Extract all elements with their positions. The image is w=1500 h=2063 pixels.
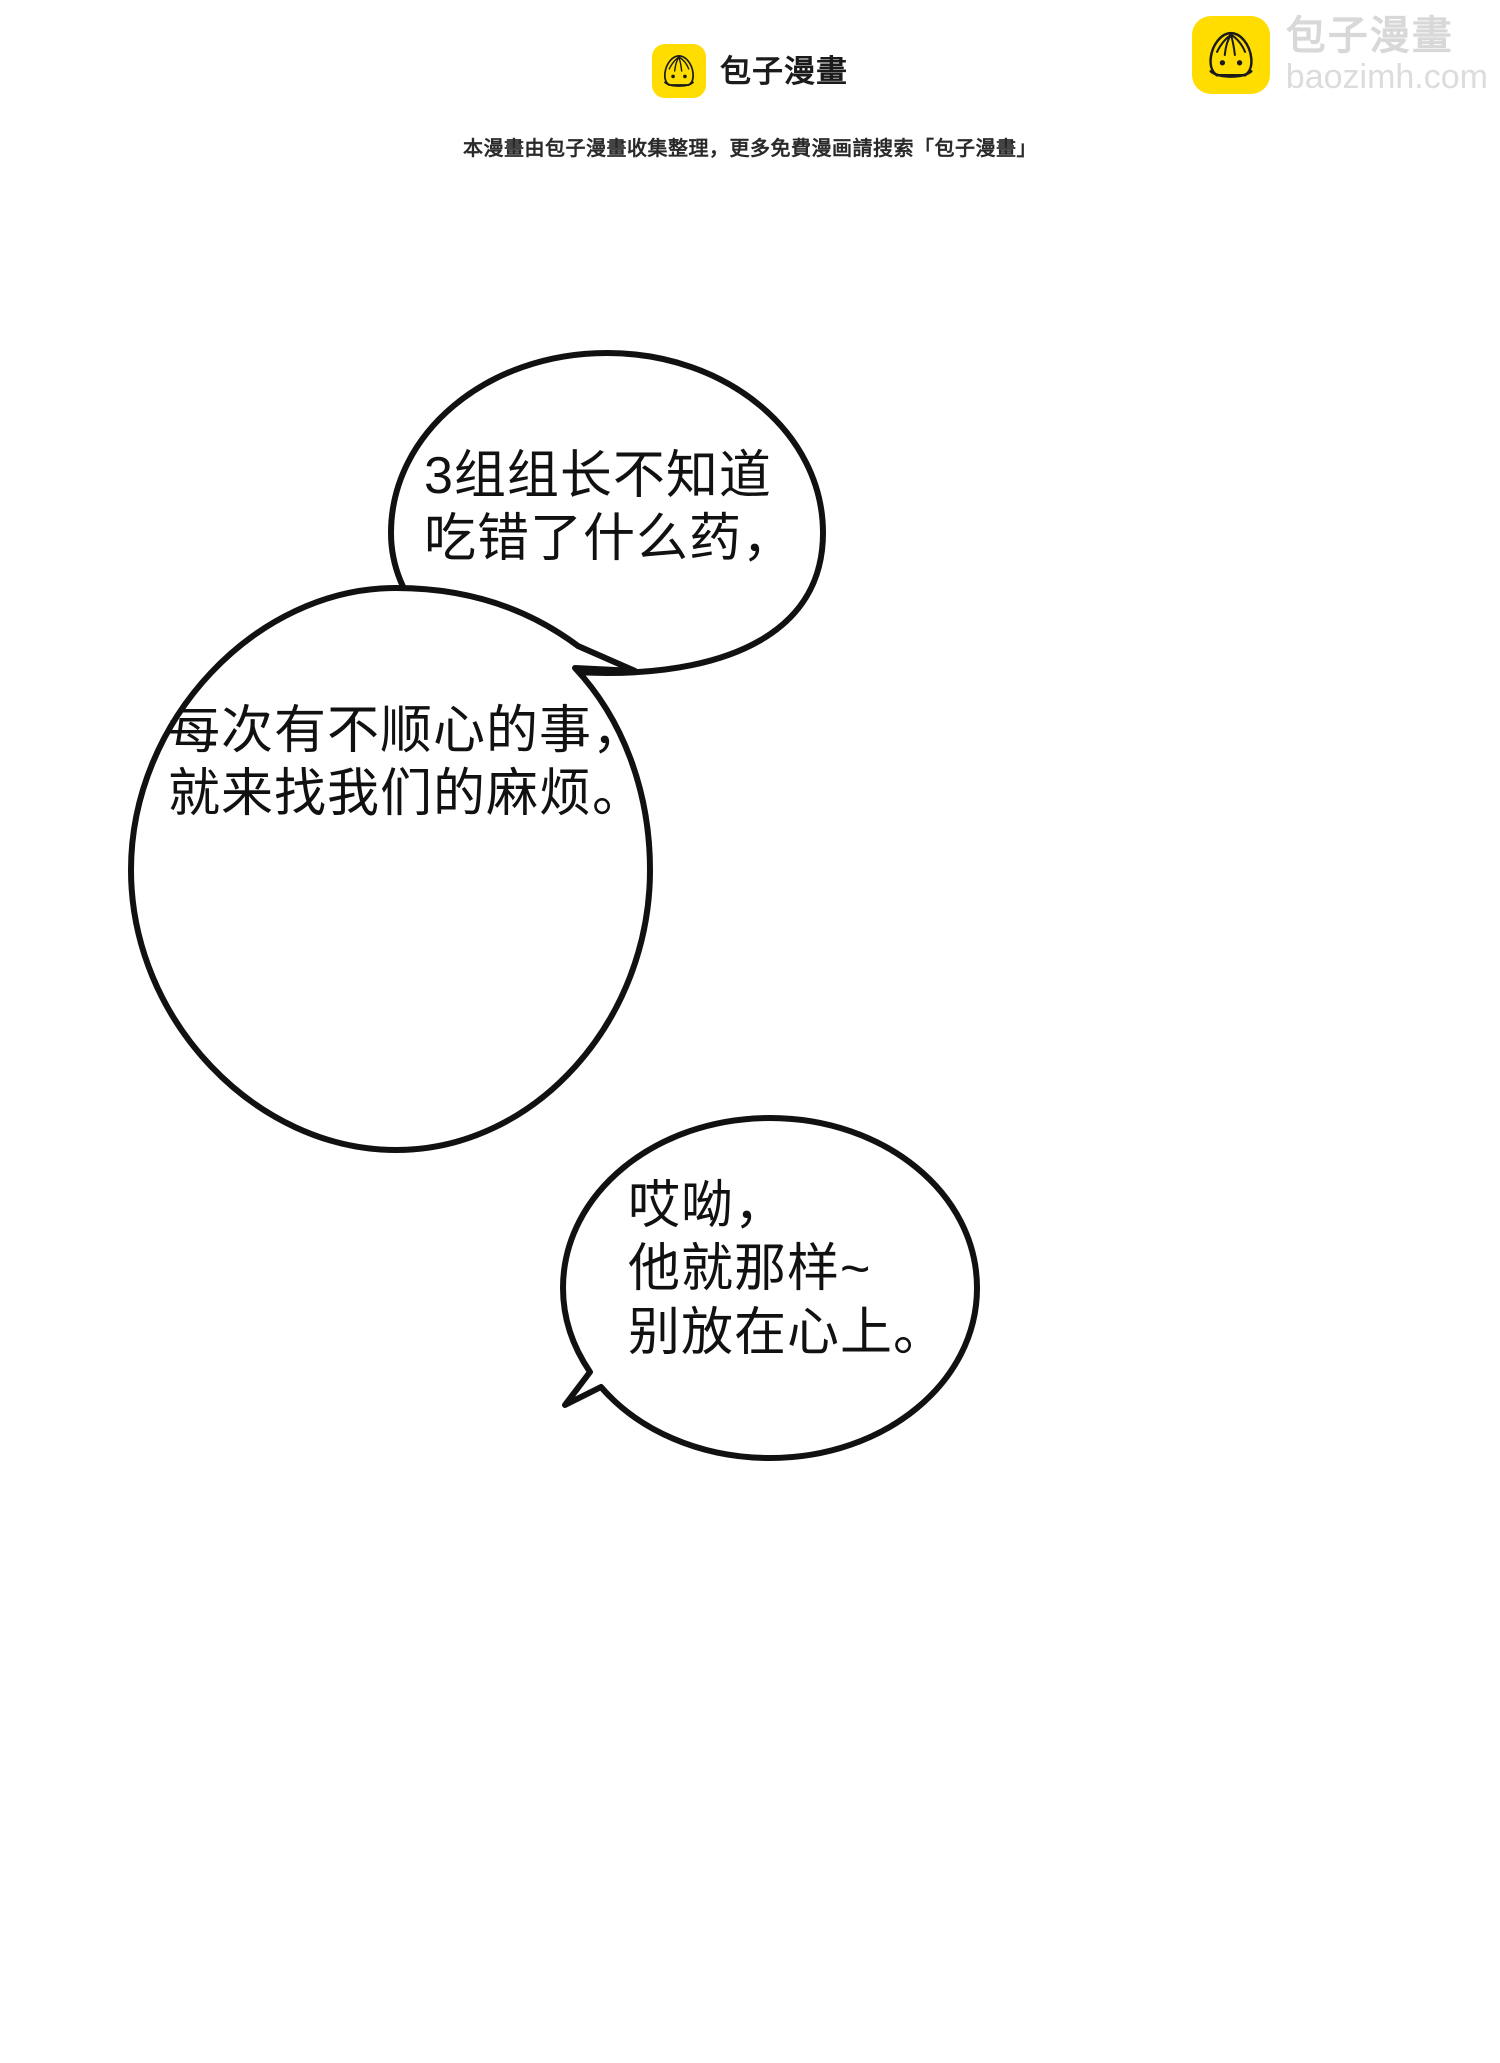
brand-name: 包子漫畫 [720,53,848,89]
comic-panel: 3组组长不知道 吃错了什么药， 每次有不顺心的事， 就来找我们的麻烦。 哎呦， … [0,190,1500,2063]
watermark-url: baozimh.com [1285,58,1488,96]
speech-bubble-1-text: 3组组长不知道 吃错了什么药， [424,447,796,569]
speech-bubble-3-text: 哎呦， 他就那样~ 别放在心上。 [628,1177,947,1362]
speech-bubble-2-text: 每次有不顺心的事， 就来找我们的麻烦。 [168,702,646,824]
baozi-logo-icon [652,44,706,98]
speech-bubble-shapes [128,350,980,1461]
header-note: 本漫畫由包子漫畫收集整理，更多免費漫画請搜索「包子漫畫」 [463,138,1037,160]
site-watermark: 包子漫畫 baozimh.com [1191,16,1488,94]
baozi-logo-icon [1191,16,1270,94]
speech-bubble-2-shape [128,585,653,1153]
speech-bubble-3-shape [560,1115,980,1461]
watermark-texts: 包子漫畫 baozimh.com [1286,16,1488,94]
site-header: 包子漫畫 本漫畫由包子漫畫收集整理，更多免費漫画請搜索「包子漫畫」 包子漫畫 b… [0,0,1500,190]
watermark-brand: 包子漫畫 [1285,14,1454,58]
brand-block[interactable]: 包子漫畫 [0,44,1500,98]
